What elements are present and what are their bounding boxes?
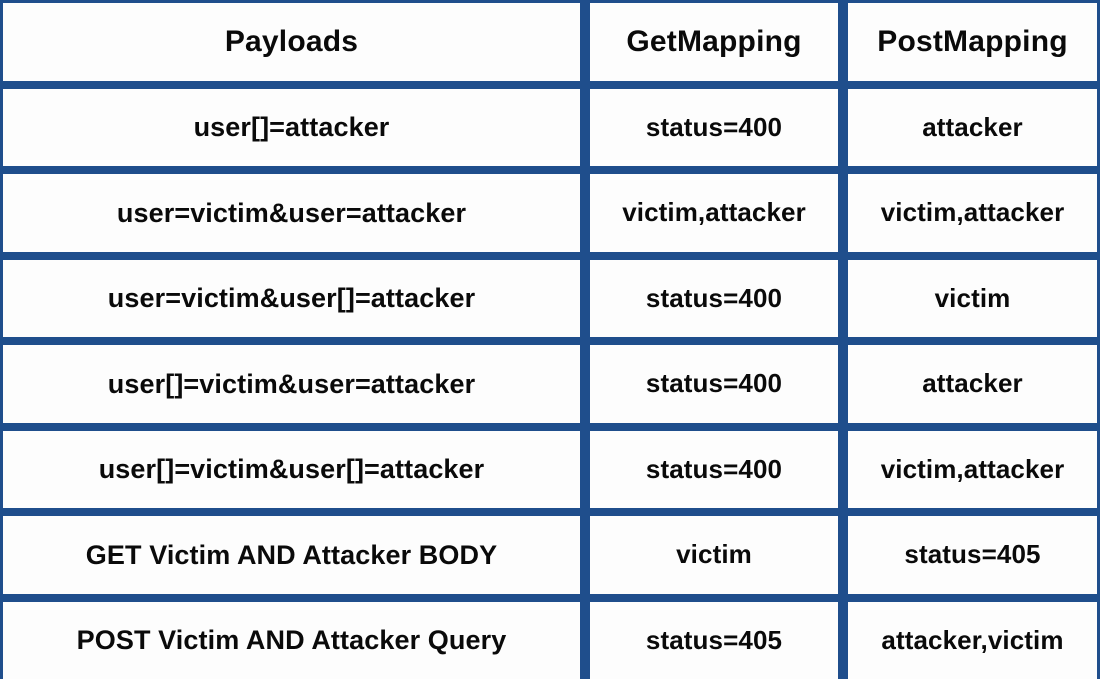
- cell-get-mapping: status=400: [590, 260, 838, 338]
- cell-payload: POST Victim AND Attacker Query: [3, 602, 580, 679]
- column-divider: [838, 260, 848, 338]
- table-row: user=victim&user[]=attacker status=400 v…: [3, 260, 1097, 338]
- table-row: user=victim&user=attacker victim,attacke…: [3, 174, 1097, 252]
- row-divider: [3, 337, 1097, 345]
- table-row: user[]=attacker status=400 attacker: [3, 89, 1097, 167]
- table-row: user[]=victim&user[]=attacker status=400…: [3, 431, 1097, 509]
- cell-payload: user[]=attacker: [3, 89, 580, 167]
- column-header-get-mapping: GetMapping: [590, 3, 838, 81]
- column-divider: [580, 3, 590, 81]
- column-divider: [580, 89, 590, 167]
- cell-payload: GET Victim AND Attacker BODY: [3, 516, 580, 594]
- row-divider: [3, 252, 1097, 260]
- column-header-payloads: Payloads: [3, 3, 580, 81]
- table-row: POST Victim AND Attacker Query status=40…: [3, 602, 1097, 679]
- cell-get-mapping: victim,attacker: [590, 174, 838, 252]
- cell-payload: user[]=victim&user[]=attacker: [3, 431, 580, 509]
- cell-payload: user=victim&user[]=attacker: [3, 260, 580, 338]
- column-divider: [838, 345, 848, 423]
- column-divider: [838, 516, 848, 594]
- column-divider: [580, 345, 590, 423]
- table-header-row: Payloads GetMapping PostMapping: [3, 3, 1097, 81]
- column-divider: [580, 516, 590, 594]
- cell-post-mapping: status=405: [848, 516, 1097, 594]
- row-divider: [3, 166, 1097, 174]
- cell-get-mapping: status=400: [590, 345, 838, 423]
- row-divider: [3, 508, 1097, 516]
- cell-get-mapping: status=405: [590, 602, 838, 679]
- column-divider: [838, 3, 848, 81]
- column-divider: [580, 602, 590, 679]
- column-divider: [838, 431, 848, 509]
- cell-post-mapping: victim,attacker: [848, 431, 1097, 509]
- column-header-post-mapping: PostMapping: [848, 3, 1097, 81]
- cell-get-mapping: status=400: [590, 89, 838, 167]
- row-divider: [3, 81, 1097, 89]
- cell-get-mapping: status=400: [590, 431, 838, 509]
- cell-post-mapping: attacker,victim: [848, 602, 1097, 679]
- cell-get-mapping: victim: [590, 516, 838, 594]
- table-row: GET Victim AND Attacker BODY victim stat…: [3, 516, 1097, 594]
- table-row: user[]=victim&user=attacker status=400 a…: [3, 345, 1097, 423]
- cell-payload: user[]=victim&user=attacker: [3, 345, 580, 423]
- column-divider: [580, 260, 590, 338]
- column-divider: [838, 602, 848, 679]
- cell-post-mapping: attacker: [848, 345, 1097, 423]
- cell-post-mapping: attacker: [848, 89, 1097, 167]
- row-divider: [3, 423, 1097, 431]
- cell-post-mapping: victim: [848, 260, 1097, 338]
- row-divider: [3, 594, 1097, 602]
- column-divider: [580, 174, 590, 252]
- payload-mapping-table: Payloads GetMapping PostMapping user[]=a…: [0, 0, 1100, 619]
- cell-post-mapping: victim,attacker: [848, 174, 1097, 252]
- column-divider: [580, 431, 590, 509]
- column-divider: [838, 174, 848, 252]
- column-divider: [838, 89, 848, 167]
- cell-payload: user=victim&user=attacker: [3, 174, 580, 252]
